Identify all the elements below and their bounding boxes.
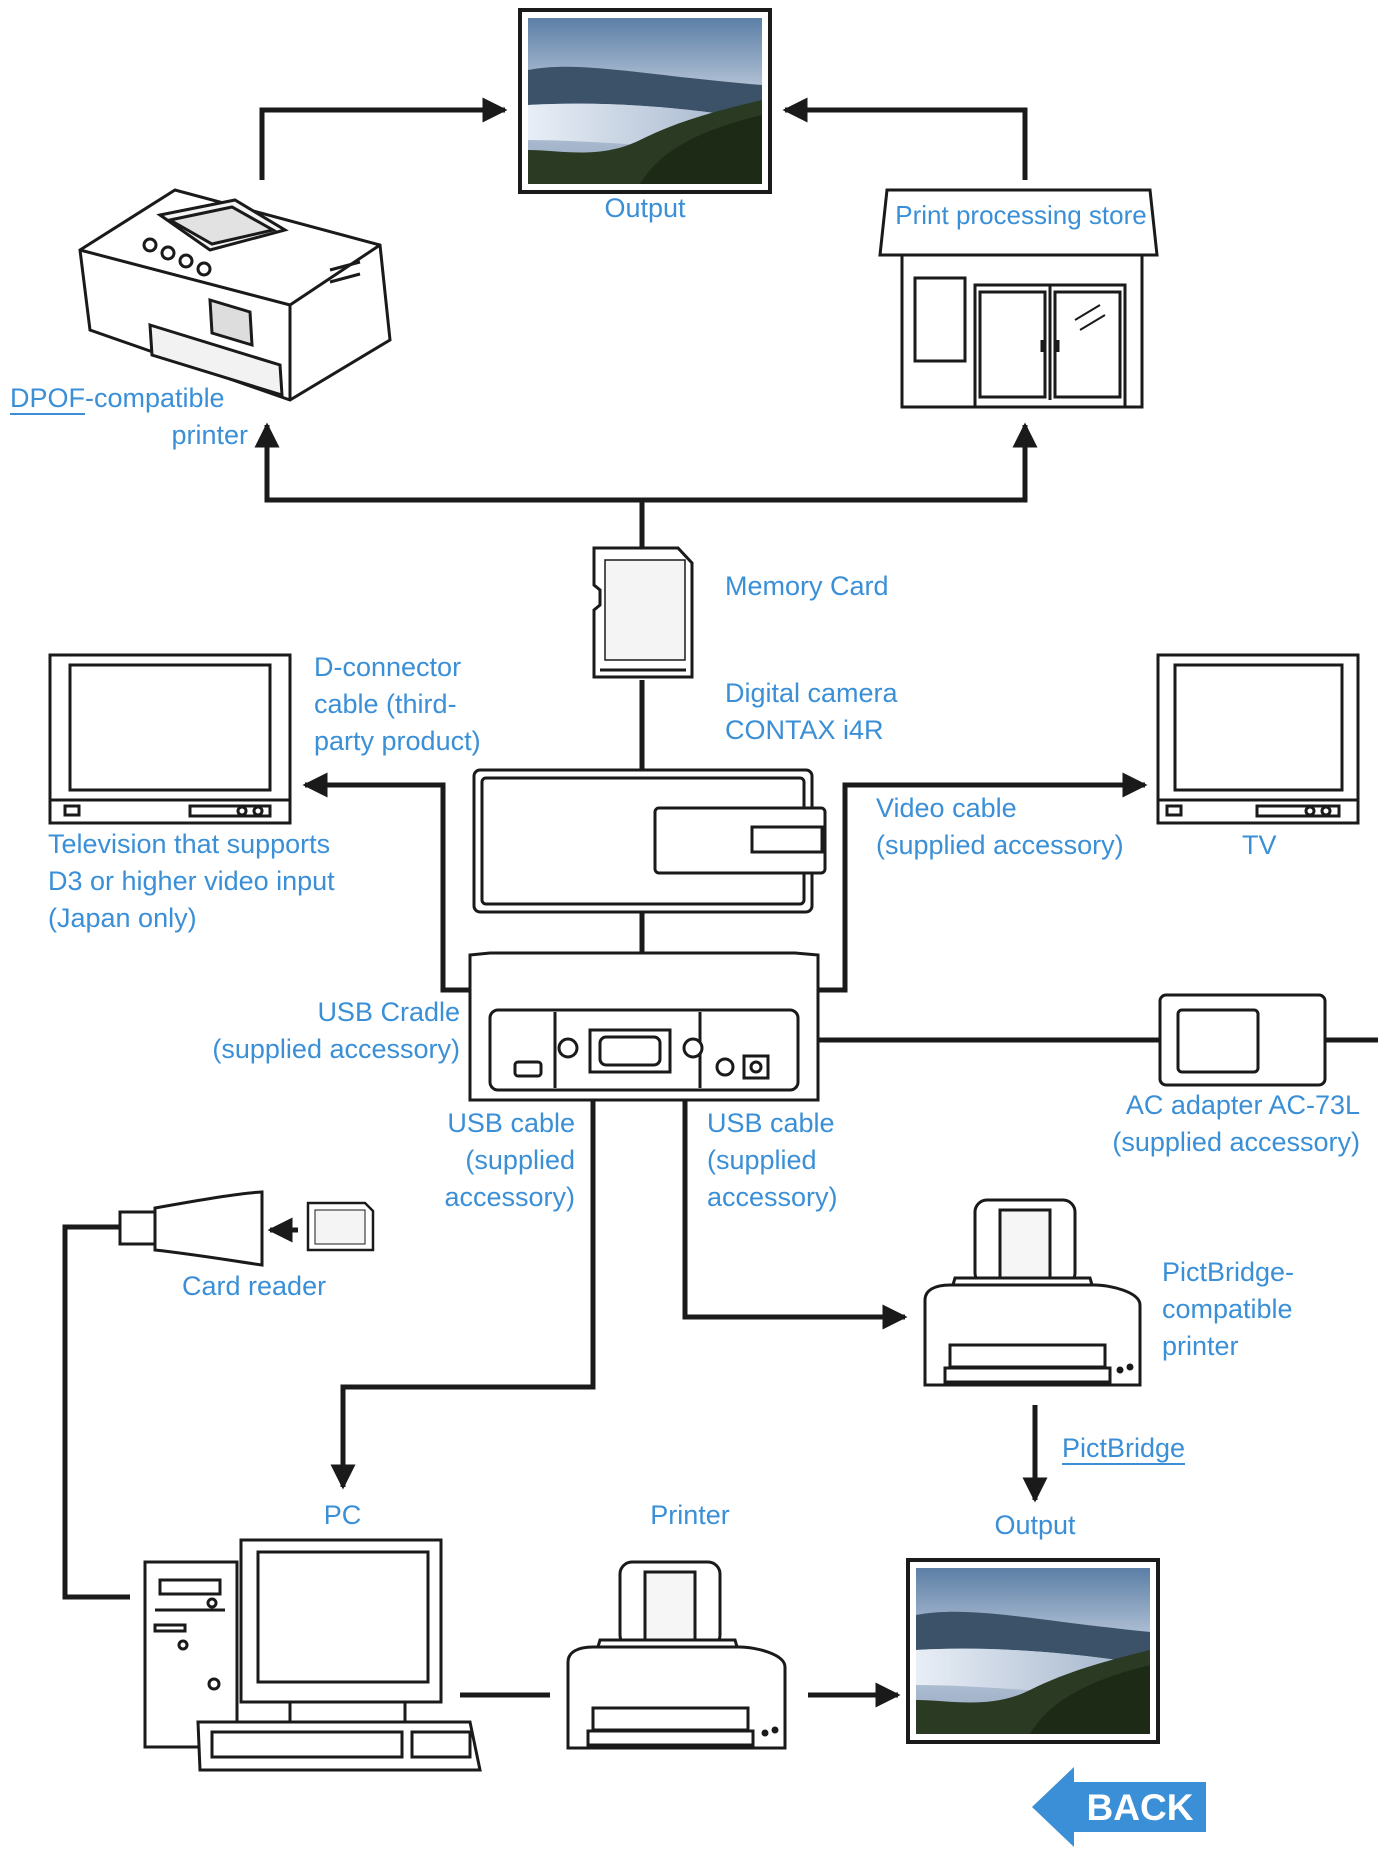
pictbridge-printer-label-line2: compatible <box>1162 1294 1293 1324</box>
tv-d3-label: Television that supports D3 or higher vi… <box>48 826 335 937</box>
television-icon <box>1156 653 1360 825</box>
video-cable-label-line2: (supplied accessory) <box>876 830 1124 860</box>
d-connector-label-line3: party product) <box>314 726 481 756</box>
d-connector-label-line1: D-connector <box>314 652 462 682</box>
printer-label: Printer <box>650 1500 730 1530</box>
usb-cable-right-label: USB cable (supplied accessory) <box>707 1105 838 1216</box>
usb-cable-left-line3: accessory) <box>444 1182 575 1212</box>
pictbridge-printer-icon <box>923 1198 1142 1387</box>
print-store-icon <box>878 188 1159 409</box>
tv-label: TV <box>1242 830 1277 860</box>
output-top-label: Output <box>604 193 686 223</box>
print-store-label: Print processing store <box>895 200 1147 230</box>
ac-adapter-icon <box>1158 993 1327 1087</box>
usb-cradle-icon <box>468 951 820 1102</box>
card-reader-icon <box>118 1190 264 1267</box>
arrow-dconnector <box>302 772 470 993</box>
back-button[interactable]: BACK <box>1030 1765 1210 1849</box>
sd-card-icon <box>306 1201 375 1252</box>
usb-cable-left-line1: USB cable <box>447 1108 575 1138</box>
usb-cradle-label-line2: (supplied accessory) <box>212 1034 460 1064</box>
usb-cable-right-line3: accessory) <box>707 1182 838 1212</box>
arrow-card-to-dpof <box>254 422 642 503</box>
d-connector-label: D-connector cable (third- party product) <box>314 649 481 760</box>
dpof-link[interactable]: DPOF <box>10 383 86 413</box>
memory-card-label: Memory Card <box>725 571 889 601</box>
pictbridge-printer-label-line1: PictBridge- <box>1162 1257 1295 1287</box>
dpof-label-rest: -compatible <box>85 383 225 413</box>
memory-card-icon <box>592 546 694 679</box>
usb-cradle-label-line1: USB Cradle <box>317 997 460 1027</box>
line-cardreader-pc <box>62 1224 130 1600</box>
output-bottom-label: Output <box>994 1510 1076 1540</box>
pictbridge-printer-label: PictBridge- compatible printer <box>1162 1254 1294 1365</box>
camera-label-line1: Digital camera <box>725 678 898 708</box>
photo-output-top-icon <box>518 8 772 194</box>
usb-cradle-label: USB Cradle (supplied accessory) <box>140 994 460 1068</box>
camera-icon <box>472 768 827 914</box>
arrow-usb-to-pictbridge <box>682 1100 908 1330</box>
video-cable-label: Video cable (supplied accessory) <box>876 790 1124 864</box>
arrow-store-to-output <box>782 97 1028 180</box>
usb-cable-right-line2: (supplied <box>707 1145 817 1175</box>
dpof-printer-label-line2: printer <box>171 420 248 450</box>
television-d3-icon <box>48 653 292 825</box>
video-cable-label-line1: Video cable <box>876 793 1017 823</box>
tv-d3-label-line1: Television that supports <box>48 829 331 859</box>
printer-icon <box>566 1560 787 1750</box>
arrow-video-cable <box>815 772 1148 993</box>
arrow-usb-to-pc <box>330 1100 596 1490</box>
dpof-printer-label: DPOF-compatible <box>10 380 225 417</box>
arrow-card-to-store <box>642 422 1038 503</box>
photo-output-bottom-icon <box>906 1558 1160 1744</box>
pictbridge-link[interactable]: PictBridge <box>1062 1433 1186 1463</box>
usb-cable-right-line1: USB cable <box>707 1108 835 1138</box>
usb-cable-left-line2: (supplied <box>465 1145 575 1175</box>
ac-adapter-label: AC adapter AC-73L (supplied accessory) <box>1060 1087 1360 1161</box>
pc-label: PC <box>323 1500 362 1530</box>
camera-label: Digital camera CONTAX i4R <box>725 675 898 749</box>
pictbridge-printer-label-line3: printer <box>1162 1331 1239 1361</box>
dpof-printer-icon <box>78 188 392 402</box>
back-arrow-icon <box>1032 1767 1206 1847</box>
ac-adapter-label-line2: (supplied accessory) <box>1112 1127 1360 1157</box>
camera-label-line2: CONTAX i4R <box>725 715 884 745</box>
tv-d3-label-line2: D3 or higher video input <box>48 866 335 896</box>
pc-icon <box>143 1538 482 1772</box>
connector-lines <box>62 97 1378 1708</box>
usb-cable-left-label: USB cable (supplied accessory) <box>410 1105 575 1216</box>
ac-adapter-label-line1: AC adapter AC-73L <box>1125 1090 1360 1120</box>
arrow-dpof-to-output <box>259 97 508 180</box>
pictbridge-link-wrap: PictBridge <box>1062 1430 1185 1467</box>
back-button-label: BACK <box>1086 1787 1194 1828</box>
tv-d3-label-line3: (Japan only) <box>48 903 197 933</box>
d-connector-label-line2: cable (third- <box>314 689 457 719</box>
card-reader-label: Card reader <box>182 1271 327 1301</box>
